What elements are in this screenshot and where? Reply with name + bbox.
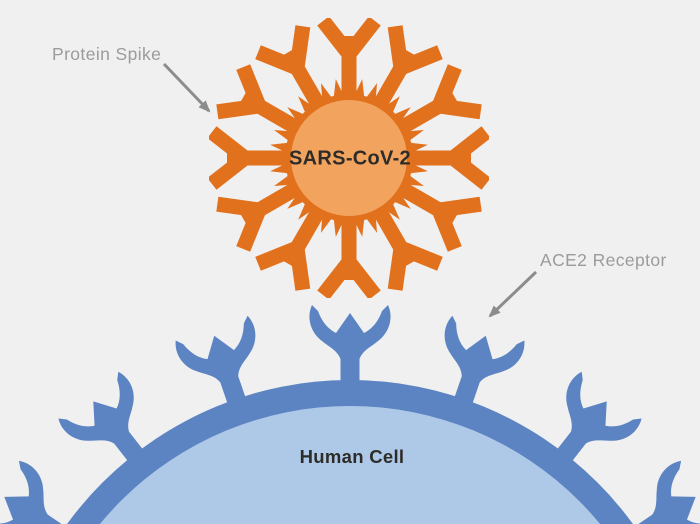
human-cell-label: Human Cell [299,446,405,467]
protein-spike-arrow-icon [162,62,211,113]
cell-body [100,406,600,524]
virus-name-label: SARS-CoV-2 [289,147,411,170]
virus-illustration [209,18,489,298]
protein-spike-label: Protein Spike [52,44,162,64]
ace2-receptor-label: ACE2 Receptor [540,250,667,270]
virus-body [291,100,407,216]
ace2-receptor-arrow-icon [488,270,538,318]
